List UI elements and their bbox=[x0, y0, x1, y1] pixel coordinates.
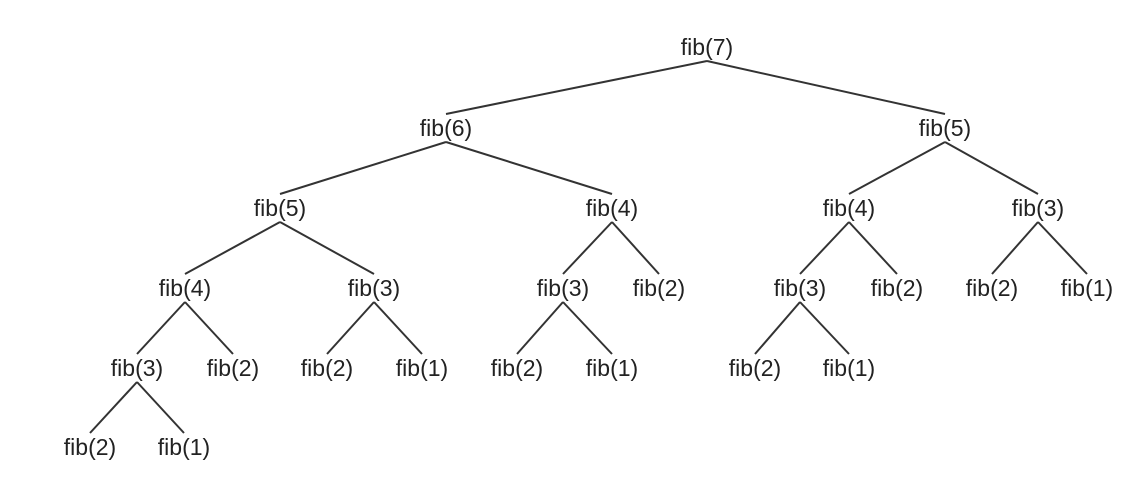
tree-edge-n1-n3 bbox=[279, 141, 447, 195]
tree-edge-n6-n13 bbox=[991, 221, 1039, 275]
tree-node-labels: fib(7) fib(6) fib(5) fib(5) fib(4) fib(4) fib(… bbox=[64, 34, 1113, 460]
tree-edge-n5-n12 bbox=[848, 221, 898, 275]
tree-node-n24: fib(1) bbox=[158, 434, 210, 460]
tree-node-n23: fib(2) bbox=[64, 434, 116, 460]
tree-node-n6: fib(3) bbox=[1012, 195, 1064, 221]
tree-edge-n8-n18 bbox=[373, 301, 423, 355]
tree-edge-n2-n5 bbox=[848, 141, 946, 195]
tree-edge-n4-n10 bbox=[611, 221, 660, 275]
tree-node-n10: fib(2) bbox=[633, 275, 685, 301]
tree-node-n17: fib(2) bbox=[301, 355, 353, 381]
tree-edge-n3-n8 bbox=[279, 221, 375, 275]
tree-edge-n9-n19 bbox=[516, 301, 564, 355]
tree-edge-n8-n17 bbox=[326, 301, 375, 355]
tree-edge-n0-n1 bbox=[445, 60, 708, 115]
tree-edge-n5-n11 bbox=[799, 221, 850, 275]
tree-edge-n7-n15 bbox=[136, 301, 186, 355]
tree-edge-n11-n22 bbox=[799, 301, 850, 355]
tree-node-n15: fib(3) bbox=[111, 355, 163, 381]
tree-edge-n4-n9 bbox=[562, 221, 613, 275]
tree-node-n13: fib(2) bbox=[966, 275, 1018, 301]
tree-edge-n6-n14 bbox=[1037, 221, 1088, 275]
tree-edge-n3-n7 bbox=[184, 221, 281, 275]
tree-node-n16: fib(2) bbox=[207, 355, 259, 381]
tree-node-n3: fib(5) bbox=[254, 195, 306, 221]
tree-node-n14: fib(1) bbox=[1061, 275, 1113, 301]
tree-edge-n1-n4 bbox=[445, 141, 613, 195]
tree-edges bbox=[89, 60, 1088, 434]
tree-node-n1: fib(6) bbox=[420, 115, 472, 141]
tree-edge-n11-n21 bbox=[754, 301, 801, 355]
tree-node-n0: fib(7) bbox=[681, 34, 733, 60]
tree-node-n12: fib(2) bbox=[871, 275, 923, 301]
tree-edge-n9-n20 bbox=[562, 301, 613, 355]
tree-edge-n2-n6 bbox=[944, 141, 1039, 195]
tree-edge-n0-n2 bbox=[706, 60, 946, 115]
tree-node-n21: fib(2) bbox=[729, 355, 781, 381]
tree-node-n9: fib(3) bbox=[537, 275, 589, 301]
tree-node-n5: fib(4) bbox=[823, 195, 875, 221]
tree-edge-n7-n16 bbox=[184, 301, 234, 355]
tree-node-n2: fib(5) bbox=[919, 115, 971, 141]
tree-node-n18: fib(1) bbox=[396, 355, 448, 381]
tree-node-n22: fib(1) bbox=[823, 355, 875, 381]
tree-node-n19: fib(2) bbox=[491, 355, 543, 381]
tree-node-n4: fib(4) bbox=[586, 195, 638, 221]
tree-node-n7: fib(4) bbox=[159, 275, 211, 301]
tree-node-n20: fib(1) bbox=[586, 355, 638, 381]
tree-edge-n15-n24 bbox=[136, 381, 185, 434]
tree-edge-n15-n23 bbox=[89, 381, 138, 434]
tree-node-n8: fib(3) bbox=[348, 275, 400, 301]
tree-node-n11: fib(3) bbox=[774, 275, 826, 301]
